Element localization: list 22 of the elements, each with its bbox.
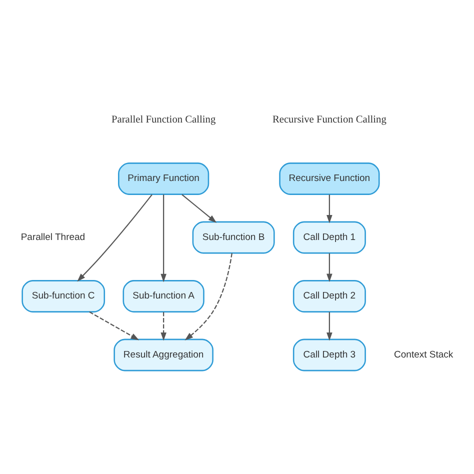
node-box: Sub-function C [22, 280, 106, 312]
arrow [160, 194, 166, 282]
arrow [77, 194, 152, 282]
arrow [160, 312, 166, 340]
label: Parallel Function Calling [111, 114, 216, 126]
label: Context Stack [394, 348, 454, 360]
label: Parallel Thread [20, 231, 86, 242]
arrow [184, 252, 232, 340]
node-box: Primary Function [118, 162, 210, 194]
arrow [326, 252, 332, 282]
arrow [182, 194, 217, 222]
node-box: Call Depth 3 [292, 338, 366, 371]
label: Recursive Function Calling [272, 114, 386, 126]
node-box: Sub-function A [122, 280, 204, 312]
arrow [326, 194, 332, 223]
node-box: Call Depth 1 [292, 220, 366, 254]
node-box: Recursive Function [279, 162, 380, 194]
node-box: Sub-function B [192, 220, 275, 254]
node-box: Result Aggregation [114, 338, 214, 371]
arrow [326, 312, 332, 340]
node-box: Call Depth 2 [292, 280, 366, 312]
arrow [89, 310, 140, 340]
